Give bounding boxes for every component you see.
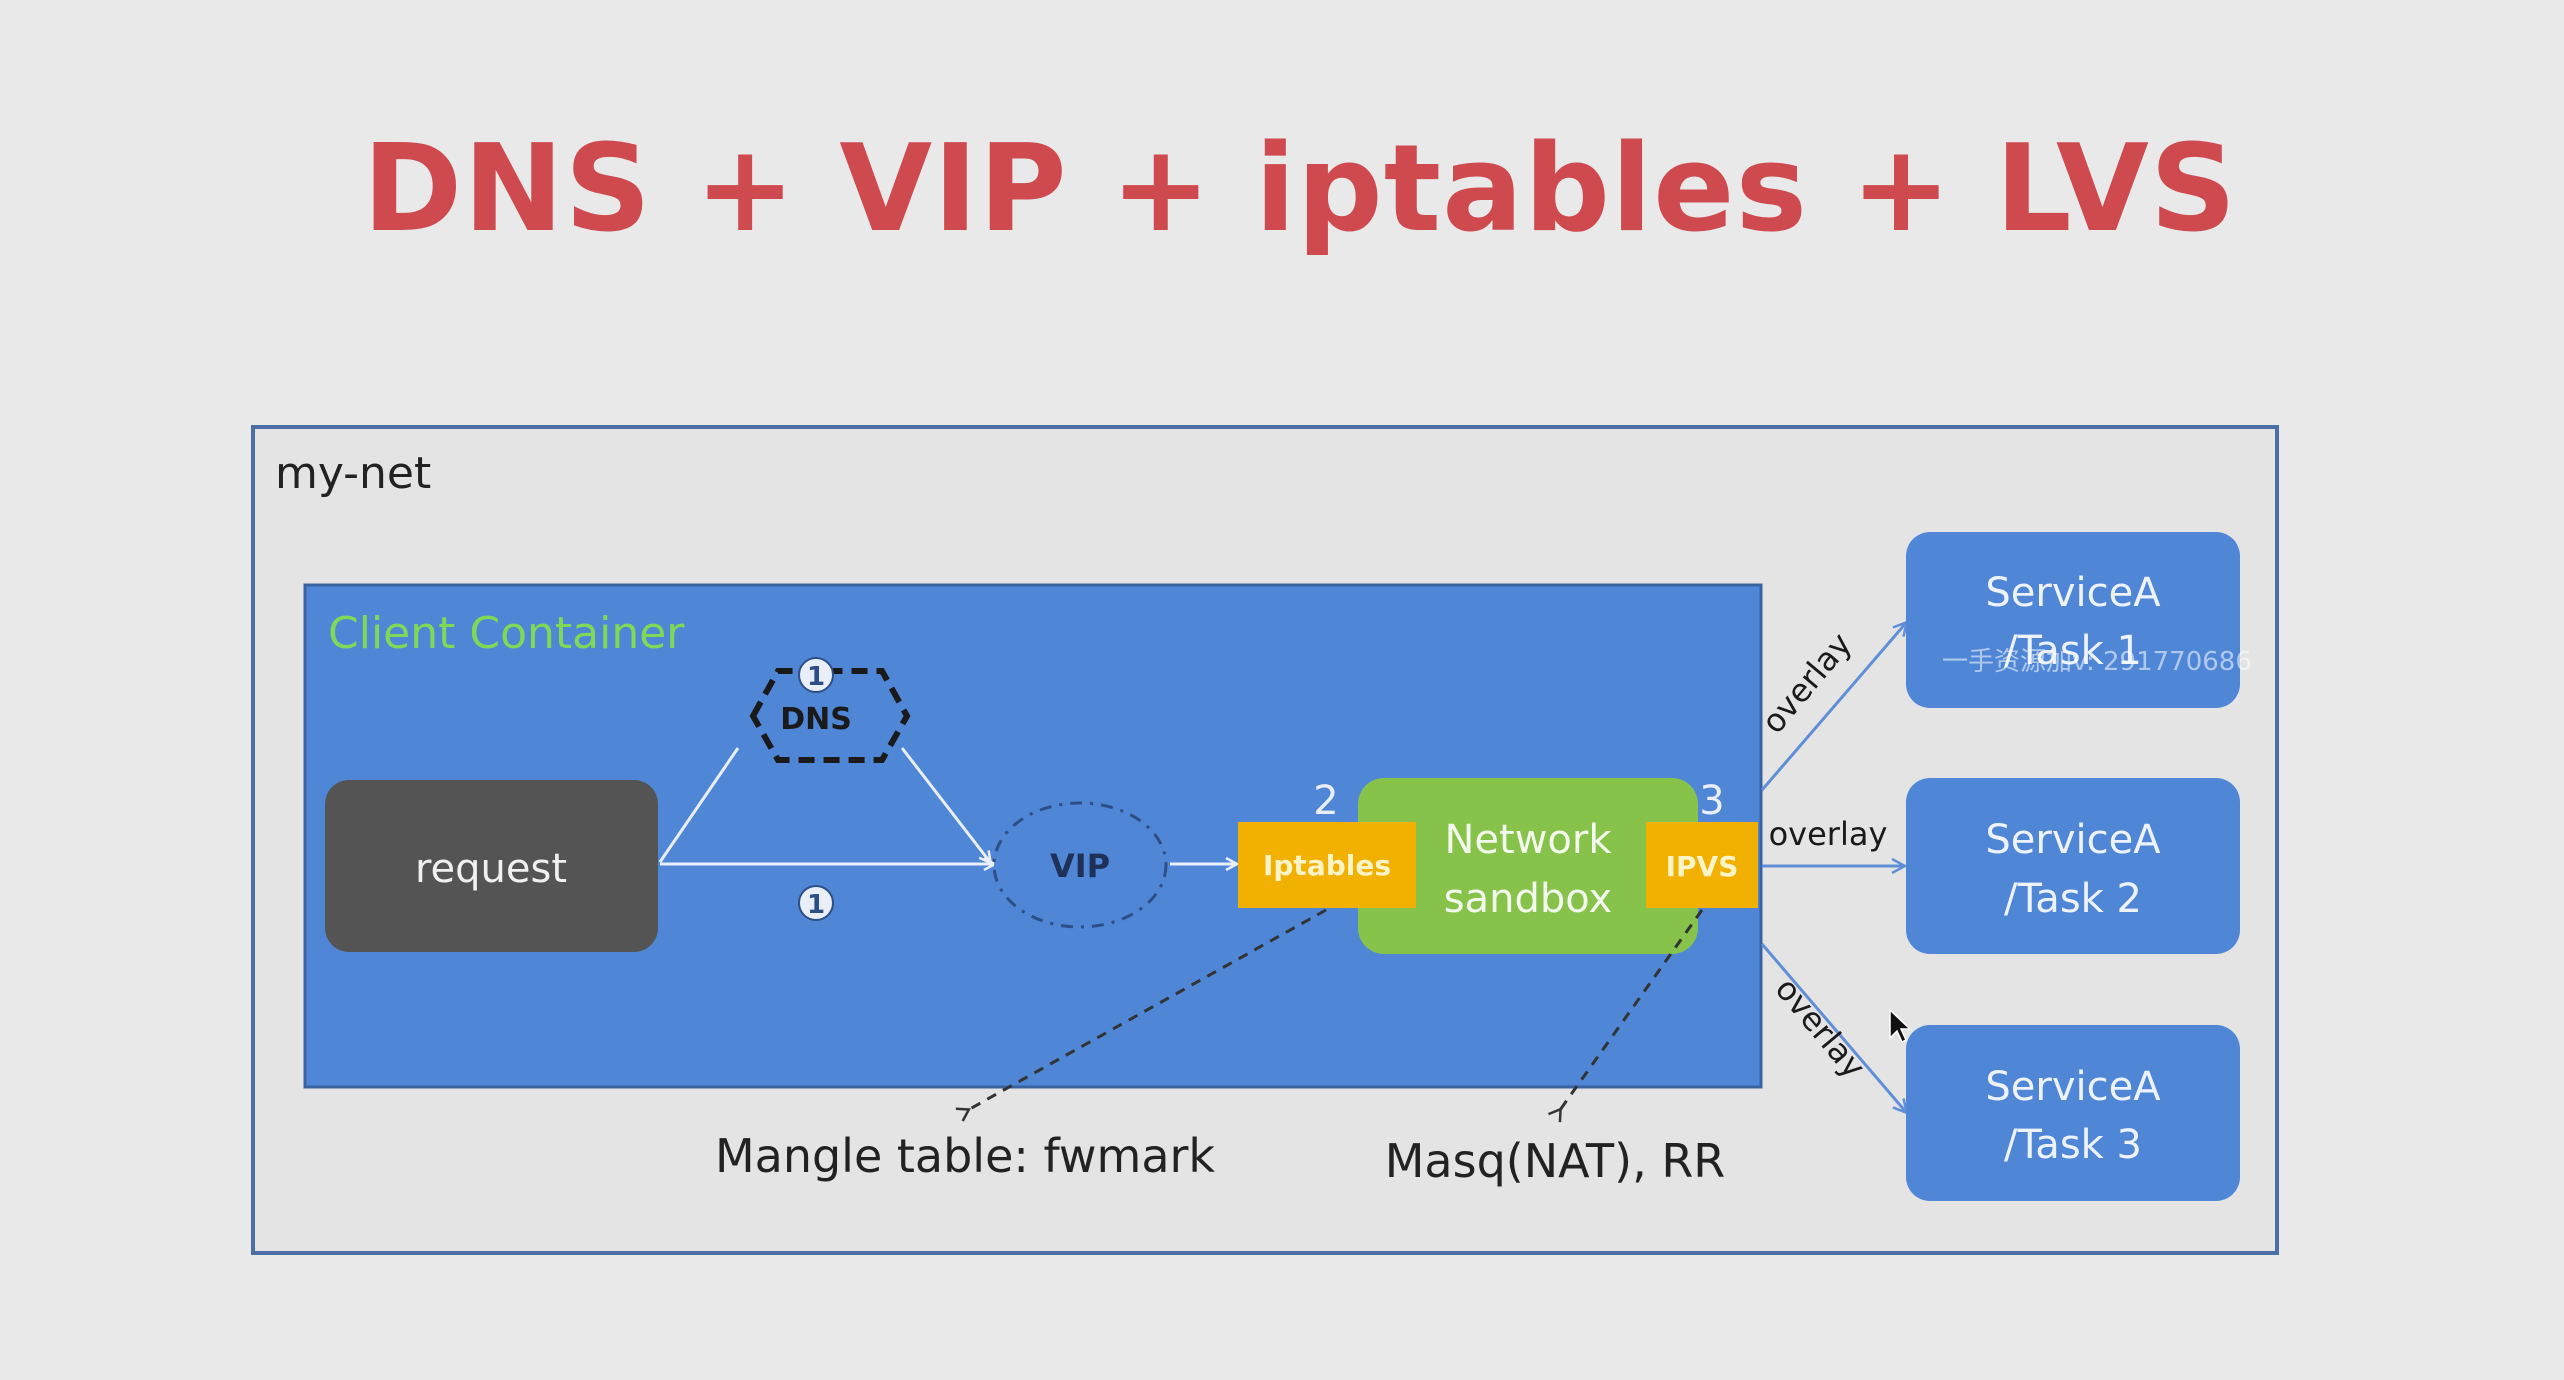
ipvs-label: IPVS: [1666, 850, 1739, 883]
dns-hexagon: [749, 668, 911, 763]
step-three-label: 3: [1699, 778, 1724, 824]
ipvs-box: [1646, 822, 1758, 908]
client-container-label: Client Container: [328, 608, 685, 659]
ipvs-to-masq-leader: [1548, 909, 1704, 1123]
service-task-1-line1: ServiceA: [1985, 570, 2161, 616]
step-one-bottom-circle: [798, 885, 834, 921]
request-to-dns-line: [658, 747, 740, 863]
overlay-arrow-top: [1760, 623, 1906, 791]
service-task-1-box: [1906, 532, 2240, 708]
masq-label: Masq(NAT), RR: [1385, 1134, 1726, 1188]
service-task-2-line1: ServiceA: [1985, 817, 2161, 863]
step-one-top-circle: [798, 657, 834, 693]
watermark-text: 一手资源加v: 291770686: [1942, 647, 2252, 677]
service-task-2-line2: /Task 2: [2004, 876, 2142, 922]
mangle-table-label: Mangle table: fwmark: [715, 1129, 1215, 1183]
network-sandbox-line1: Network: [1444, 817, 1612, 863]
step-two-label: 2: [1313, 778, 1338, 824]
network-sandbox-box: [1358, 778, 1698, 954]
network-sandbox-line2: sandbox: [1444, 876, 1612, 922]
service-task-3-line1: ServiceA: [1985, 1064, 2161, 1110]
service-task-1: ServiceA /Task 1: [1906, 532, 2240, 708]
iptables-to-mangle-leader: [955, 908, 1327, 1122]
vip-circle: [992, 801, 1168, 929]
service-task-2-box: [1906, 778, 2240, 954]
dns-label: DNS: [780, 702, 852, 737]
overlay-label-middle: overlay: [1769, 815, 1888, 853]
overlay-arrow-bottom: [1760, 943, 1906, 1112]
service-task-3: ServiceA /Task 3: [1906, 1025, 2240, 1201]
iptables-label: Iptables: [1263, 849, 1391, 882]
dns-to-vip-arrow: [900, 747, 990, 862]
service-task-2: ServiceA /Task 2: [1906, 778, 2240, 954]
mouse-cursor-icon: [1889, 1008, 1912, 1044]
iptables-box: [1238, 822, 1416, 908]
service-task-3-line2: /Task 3: [2004, 1122, 2142, 1168]
my-net-label: my-net: [275, 448, 431, 499]
request-box: [325, 780, 658, 952]
step-one-bottom-label: 1: [807, 890, 825, 920]
slide-title: DNS + VIP + iptables + LVS: [362, 120, 2238, 259]
service-task-3-box: [1906, 1025, 2240, 1201]
service-task-1-line2: /Task 1: [2004, 628, 2142, 674]
vip-label: VIP: [1050, 847, 1110, 885]
request-label: request: [415, 846, 567, 892]
step-one-top-label: 1: [807, 662, 825, 692]
